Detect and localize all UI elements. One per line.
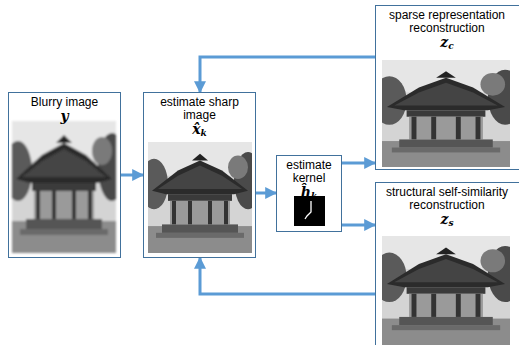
sharp-photo: [140, 142, 262, 253]
math-symbol: x̂k: [144, 122, 255, 141]
box-title: structural self-similarity reconstructio…: [376, 186, 518, 212]
box-title: Blurry image: [9, 96, 120, 109]
process-box: Blurry imagey: [8, 92, 121, 258]
process-box: structural self-similarity reconstructio…: [375, 182, 519, 345]
blurry-photo: [4, 121, 126, 253]
flow-arrow: [121, 174, 143, 177]
box-title: sparse representation reconstruction: [376, 9, 518, 35]
box-title: estimate sharp image: [144, 96, 255, 122]
self-similarity-photo: [372, 236, 519, 345]
sparse-photo: [372, 60, 519, 167]
flow-arrow: [200, 57, 375, 92]
process-box: estimate sharp imagex̂k: [143, 92, 256, 258]
box-content: Blurry imagey: [9, 93, 120, 128]
box-title: estimate kernel: [277, 159, 341, 185]
flow-arrow: [256, 192, 276, 195]
box-content: estimate sharp imagex̂k: [144, 93, 255, 141]
flow-arrow: [200, 258, 375, 294]
process-box: estimate kernelĥk: [276, 155, 342, 232]
math-symbol: zs: [376, 212, 518, 231]
box-content: estimate kernelĥk: [277, 156, 341, 204]
flow-arrow: [342, 224, 375, 227]
box-content: structural self-similarity reconstructio…: [376, 183, 518, 231]
box-content: sparse representation reconstructionzc: [376, 6, 518, 54]
math-symbol: zc: [376, 35, 518, 54]
math-symbol: y: [9, 109, 120, 128]
process-box: sparse representation reconstructionzc: [375, 5, 519, 170]
flow-arrow: [342, 162, 375, 165]
kernel-image: [294, 196, 325, 226]
math-symbol: ĥk: [277, 185, 341, 204]
